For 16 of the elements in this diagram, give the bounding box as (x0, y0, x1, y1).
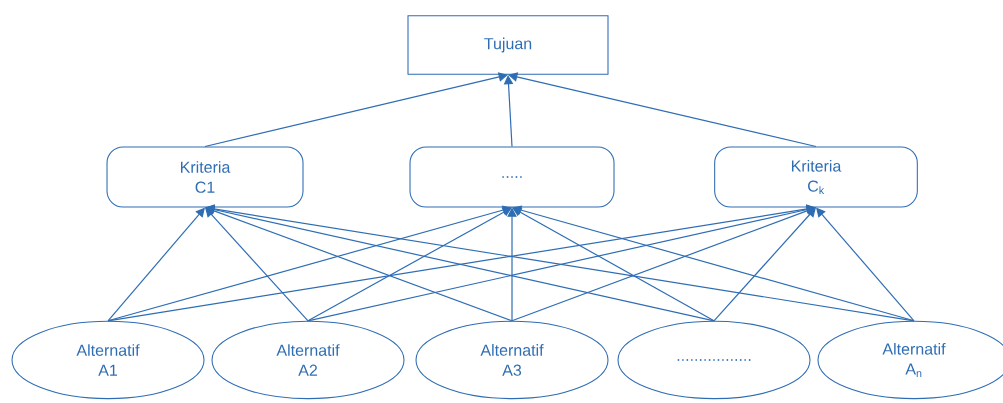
arrow (512, 205, 915, 322)
arrow (205, 207, 309, 322)
criterion-box: ..... (409, 146, 615, 208)
arrow (512, 207, 715, 322)
arrow (816, 207, 915, 322)
arrow (508, 72, 817, 148)
arrow (713, 207, 816, 322)
goal-box: Tujuan (407, 15, 609, 75)
arrow (107, 205, 512, 322)
arrow (511, 206, 816, 322)
arrow (107, 204, 816, 322)
criterion-box: Kriteria C1 (106, 146, 304, 208)
arrow (307, 207, 512, 322)
criterion-box: Kriteria C$_{k}$ (714, 146, 918, 208)
arrow (204, 72, 508, 148)
arrow (107, 207, 205, 322)
